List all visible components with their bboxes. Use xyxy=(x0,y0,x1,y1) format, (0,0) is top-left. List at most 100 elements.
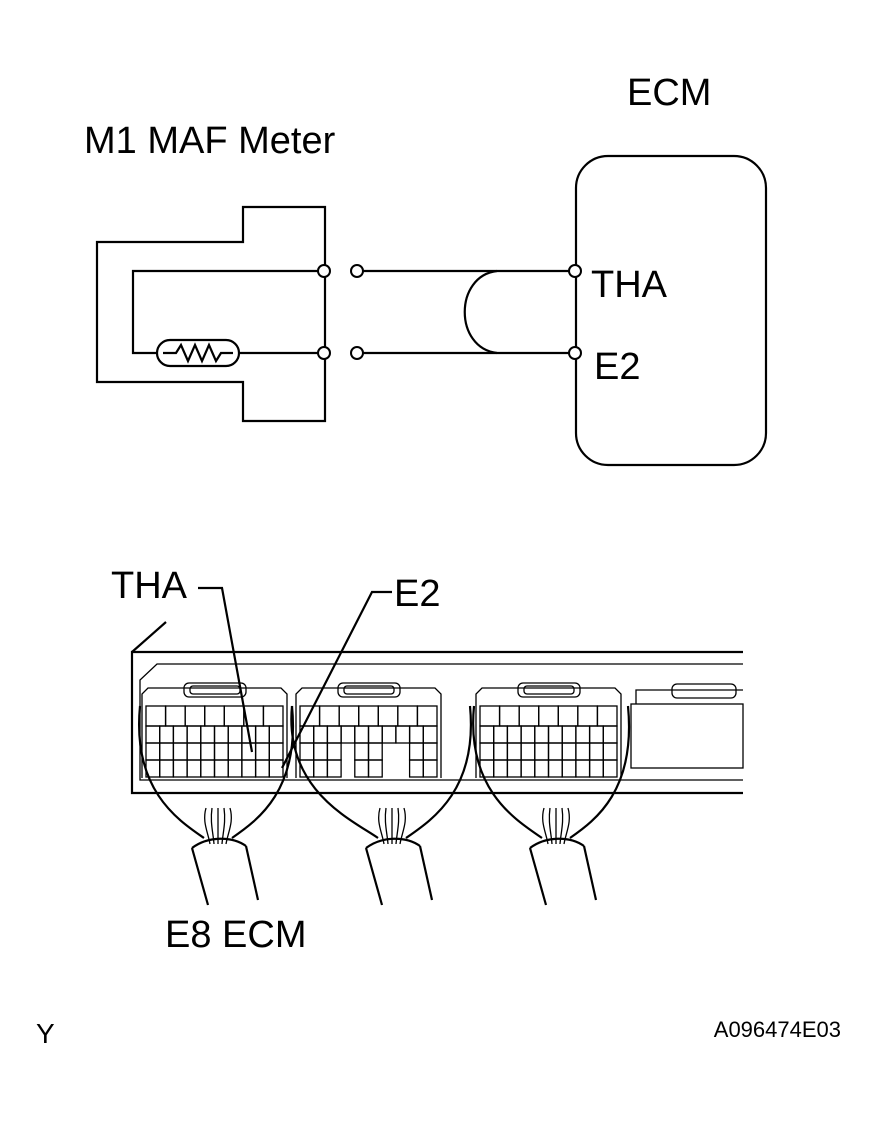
connector-pin-cell xyxy=(561,759,577,778)
connector-pin-cell xyxy=(367,742,383,761)
connector-pin-cell xyxy=(520,725,536,744)
connector-pin-cell xyxy=(395,725,411,744)
connector-pin-cell xyxy=(299,742,315,761)
connector-pin-cell xyxy=(575,742,591,761)
connector-label: E8 ECM xyxy=(165,914,306,956)
connector-pin-cell xyxy=(506,742,522,761)
connector-pin-cell xyxy=(172,742,188,761)
connector-pin-cell xyxy=(254,725,270,744)
intake-air-temp-sensor-icon xyxy=(155,338,241,368)
connector-pin-cell xyxy=(547,759,563,778)
connector-pin-cell xyxy=(268,742,284,761)
callout-label-tha: THA xyxy=(111,565,188,607)
footer-left-mark: Y xyxy=(36,1018,55,1049)
connector-pin-cell xyxy=(241,742,257,761)
ecm-housing xyxy=(130,650,743,795)
callout-leader-e2 xyxy=(281,590,392,769)
connector-pin-cell xyxy=(326,725,342,744)
connector-pin-cell xyxy=(200,725,216,744)
connector-pin-cell xyxy=(354,759,370,778)
connector-pin-cell xyxy=(326,759,342,778)
ecm-box xyxy=(574,154,768,467)
connector-pin-cell xyxy=(381,725,397,744)
connector-pin-cell xyxy=(200,759,216,778)
figure-code: A096474E03 xyxy=(714,1017,841,1042)
connector-pin-cell xyxy=(354,742,370,761)
connector-pin-cell xyxy=(213,742,229,761)
connector-pin-cell xyxy=(479,742,495,761)
connector-pin-cell xyxy=(268,725,284,744)
connector-pin-cell xyxy=(561,742,577,761)
connector-pin-cell xyxy=(602,742,618,761)
connector-pin-cell xyxy=(588,759,604,778)
connector-pin-cell xyxy=(408,759,424,778)
connector-pin-cell xyxy=(588,742,604,761)
connector-pin-cell xyxy=(408,725,424,744)
ecm-title: ECM xyxy=(627,72,711,114)
connector-pin-cell xyxy=(268,759,284,778)
connector-pin-cell xyxy=(213,725,229,744)
wire-harness xyxy=(137,705,631,906)
connector-pin-cell xyxy=(547,725,563,744)
connector-pin-cell xyxy=(326,742,342,761)
connector-pin-cell xyxy=(227,742,243,761)
connector-pin-cell xyxy=(159,742,175,761)
ecm-connector xyxy=(475,682,622,778)
component-label: M1 MAF Meter xyxy=(84,120,336,162)
connector-pin-cell xyxy=(575,759,591,778)
harness-terminal-e2 xyxy=(350,346,364,360)
maf-meter-housing xyxy=(95,205,327,423)
connector-pin-cell xyxy=(254,759,270,778)
connector-pin-cell xyxy=(227,759,243,778)
connector-pin-cell xyxy=(186,725,202,744)
connector-pin-cell xyxy=(479,725,495,744)
connector-pin-cell xyxy=(547,742,563,761)
connector-pin-cell xyxy=(602,725,618,744)
connector-pin-cell xyxy=(367,725,383,744)
connector-pin-cell xyxy=(186,742,202,761)
connector-pin-cell xyxy=(575,725,591,744)
connector-pin-cell xyxy=(367,759,383,778)
connector-pin-cell xyxy=(227,725,243,744)
connector-pin-cell xyxy=(534,759,550,778)
connector-pin-cell xyxy=(313,759,329,778)
connector-pin-cell xyxy=(422,742,438,761)
harness-bundle xyxy=(472,705,631,906)
harness-terminal-tha xyxy=(350,264,364,278)
ecm-connector xyxy=(141,682,288,778)
connector-pin-cell xyxy=(340,725,356,744)
connector-pin-cell xyxy=(520,759,536,778)
schematic: M1 MAF Meter ECM THA E2 xyxy=(84,72,768,467)
maf-terminal-e2 xyxy=(317,346,331,360)
connector-pin-cell xyxy=(493,742,509,761)
shield-loop xyxy=(463,269,498,355)
ecm-housing-corner xyxy=(131,621,167,653)
connector-pin-cell xyxy=(145,742,161,761)
connector-pin-cell xyxy=(354,725,370,744)
connector-pin-cell xyxy=(159,725,175,744)
connector-pin-cell xyxy=(172,759,188,778)
connector-pin-cell xyxy=(534,742,550,761)
connector-pin-cell xyxy=(145,725,161,744)
ecm-pin-tha xyxy=(568,264,582,278)
callout-leader-tha xyxy=(198,586,254,753)
connector-pin-cell xyxy=(186,759,202,778)
connector-pin-cell xyxy=(493,725,509,744)
connector-pin-cell xyxy=(408,742,424,761)
connector-pin-cell xyxy=(588,725,604,744)
maf-terminal-tha xyxy=(317,264,331,278)
callout-label-e2: E2 xyxy=(394,573,440,615)
connector-blank xyxy=(630,683,744,769)
connector-pin-cell xyxy=(213,759,229,778)
connector-pin-cell xyxy=(520,742,536,761)
connector-pin-cell xyxy=(561,725,577,744)
connector-pin-cell xyxy=(506,725,522,744)
connector-pin-cell xyxy=(602,759,618,778)
connector-pin-cell xyxy=(534,725,550,744)
ecm-pin-label-tha: THA xyxy=(591,264,668,306)
ecm-pin-e2 xyxy=(568,346,582,360)
connector-pin-cell xyxy=(493,759,509,778)
connector-pin-cell xyxy=(422,759,438,778)
connector-pin-cell xyxy=(241,759,257,778)
